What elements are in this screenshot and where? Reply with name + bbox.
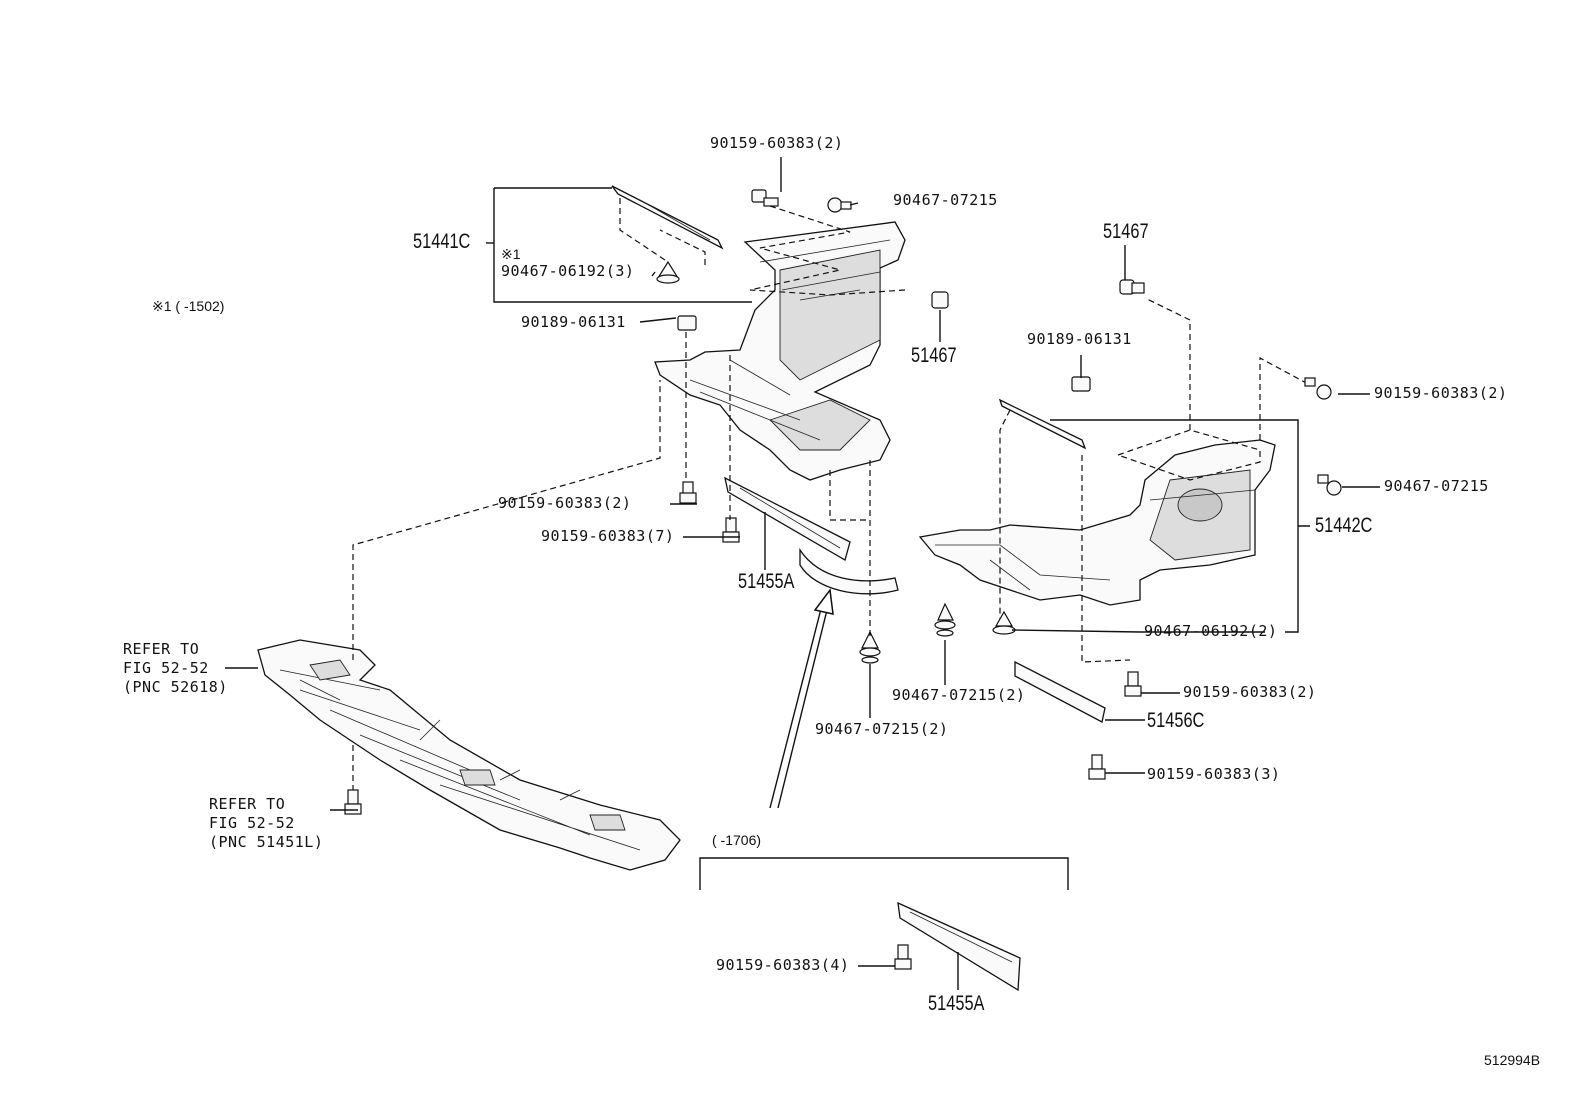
part-label-90467-07215-2-bottom[interactable]: 90467-07215(2) [815,720,949,738]
part-label-51467-left[interactable]: 51467 [911,344,957,367]
part-label-51456c[interactable]: 51456C [1147,709,1205,732]
part-label-90159-60383-2-lower-right[interactable]: 90159-60383(2) [1183,683,1317,701]
part-label-90467-07215-2-right[interactable]: 90467-07215(2) [892,686,1026,704]
part-label-51455a-bottom[interactable]: 51455A [928,992,985,1015]
diagram-code: 512994B [1484,1052,1541,1068]
part-label-90159-60383-3[interactable]: 90159-60383(3) [1147,765,1281,783]
reference-note-52618: REFER TO FIG 52-52 (PNC 52618) [123,640,228,696]
part-label-90159-60383-right-top[interactable]: 90159-60383(2) [1374,384,1508,402]
x1-mark: ※1 [501,246,521,262]
reference-note-51451l: REFER TO FIG 52-52 (PNC 51451L) [209,795,324,851]
part-label-90159-60383-top[interactable]: 90159-60383(2) [710,134,844,152]
front-lower-cover [257,639,681,871]
undercover-51441c [611,185,906,481]
bracket-51455a-bottom [897,901,1021,992]
part-label-51455a-mid[interactable]: 51455A [738,570,795,593]
bracket-51456c [1014,660,1106,723]
part-label-90467-06192-3[interactable]: 90467-06192(3) [501,262,635,280]
part-label-51442c[interactable]: 51442C [1315,514,1373,537]
part-label-90159-60383-4[interactable]: 90159-60383(4) [716,956,850,974]
part-label-51467-right[interactable]: 51467 [1103,220,1149,243]
part-label-51441c[interactable]: 51441C [413,230,471,253]
part-label-90467-07215-right[interactable]: 90467-07215 [1384,477,1489,495]
part-label-90189-06131-left[interactable]: 90189-06131 [521,313,626,331]
part-label-90467-06192-2[interactable]: 90467-06192(2) [1144,622,1278,640]
part-label-90159-60383-2-mid[interactable]: 90159-60383(2) [498,494,632,512]
part-label-90159-60383-7[interactable]: 90159-60383(7) [541,527,675,545]
undercover-51442c [918,398,1276,606]
note-1706: ( -1706) [712,832,762,848]
part-label-90467-07215-top[interactable]: 90467-07215 [893,191,998,209]
part-label-90189-06131-right[interactable]: 90189-06131 [1027,330,1132,348]
note-x1: ※1 ( -1502) [152,298,225,314]
bracket-51455a-mid [724,476,899,595]
